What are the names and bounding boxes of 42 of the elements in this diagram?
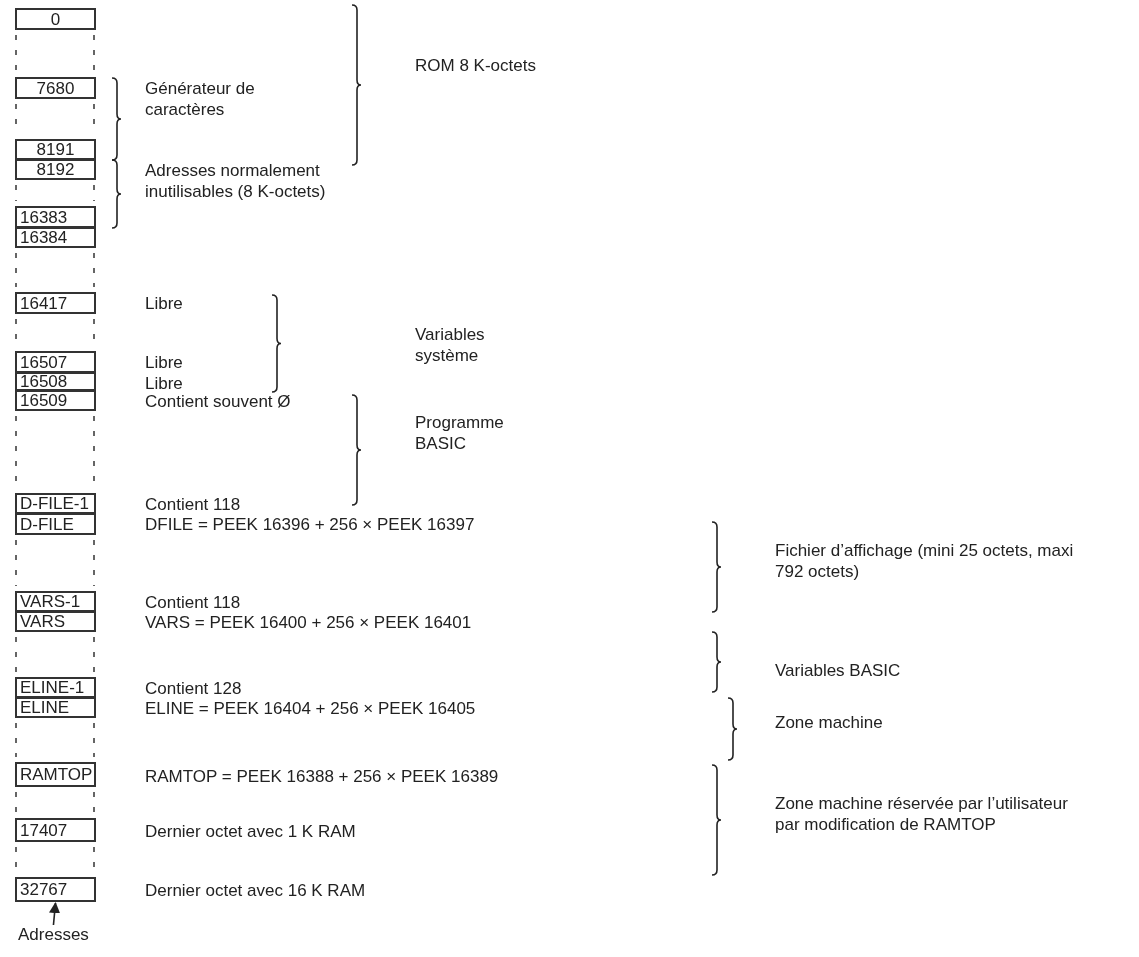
- arrow: [49, 901, 61, 926]
- address-cell: 0: [15, 8, 96, 30]
- address-cell: 32767: [15, 877, 96, 902]
- memory-note: Zone machine: [775, 712, 883, 733]
- axis-caption: Adresses: [18, 926, 89, 943]
- address-cell: D-FILE-1: [15, 493, 96, 514]
- address-cell: ELINE-1: [15, 677, 96, 698]
- memory-note: Programme BASIC: [415, 412, 505, 454]
- address-cell: 17407: [15, 818, 96, 842]
- memory-note: Libre: [145, 352, 183, 373]
- address-cell: VARS: [15, 611, 96, 632]
- memory-note: ROM 8 K-octets: [415, 55, 537, 76]
- memory-note: Dernier octet avec 1 K RAM: [145, 821, 356, 842]
- memory-note: Libre: [145, 373, 183, 394]
- address-cell: 16417: [15, 292, 96, 314]
- address-cell: 16507: [15, 351, 96, 373]
- address-cell: 8191: [15, 139, 96, 160]
- memory-note: Contient 128: [145, 678, 242, 699]
- address-cell: 7680: [15, 77, 96, 99]
- address-cell: ELINE: [15, 697, 96, 718]
- memory-note: Libre: [145, 293, 183, 314]
- address-cell: 16509: [15, 390, 96, 411]
- memory-note: ELINE = PEEK 16404 + 256 × PEEK 16405: [145, 698, 476, 719]
- address-cell: D-FILE: [15, 513, 96, 535]
- memory-note: RAMTOP = PEEK 16388 + 256 × PEEK 16389: [145, 766, 499, 787]
- memory-note: Adresses normalement inutilisables (8 K-octets): [145, 160, 327, 202]
- memory-note: Contient 118: [145, 592, 241, 613]
- address-cell: RAMTOP: [15, 762, 96, 787]
- memory-note: VARS = PEEK 16400 + 256 × PEEK 16401: [145, 612, 472, 633]
- memory-note: Variables système: [415, 324, 486, 366]
- address-cell: 16384: [15, 227, 96, 248]
- address-cell: 16383: [15, 206, 96, 228]
- address-cell: VARS-1: [15, 591, 96, 612]
- memory-note: Zone machine réservée par l’utilisateur par modification de RAMTOP: [775, 793, 1069, 835]
- memory-note: Variables BASIC: [775, 660, 901, 681]
- address-cell: 8192: [15, 159, 96, 180]
- memory-note: Contient souvent Ø: [145, 391, 291, 412]
- memory-note: Contient 118: [145, 494, 241, 515]
- memory-note: Fichier d’affichage (mini 25 octets, maxi 792 octets): [775, 540, 1075, 582]
- memory-note: Dernier octet avec 16 K RAM: [145, 880, 366, 901]
- memory-note: DFILE = PEEK 16396 + 256 × PEEK 16397: [145, 514, 475, 535]
- memory-note: Générateur de caractères: [145, 78, 256, 120]
